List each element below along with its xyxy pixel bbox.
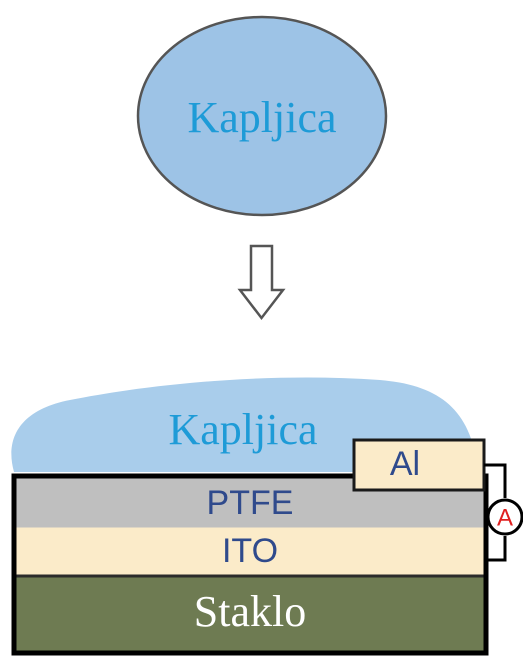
layer-ito [14, 528, 486, 576]
layer-staklo-label: Staklo [194, 587, 306, 636]
top-droplet-label: Kapljica [187, 93, 336, 142]
top-droplet: Kapljica [136, 15, 388, 217]
ammeter-label: A [497, 504, 513, 531]
al-electrode-label: Al [390, 445, 420, 483]
al-electrode-shape [352, 438, 486, 492]
ammeter-circuit: A [484, 463, 523, 562]
layer-ptfe-label: PTFE [207, 484, 294, 522]
layer-ito-label: ITO [222, 532, 278, 570]
ammeter-icon [486, 498, 523, 536]
arrow-shape [237, 244, 286, 321]
layer-stack: PTFE ITO Staklo [11, 473, 489, 656]
layer-staklo [14, 576, 486, 653]
down-arrow-outline-icon [237, 244, 286, 321]
al-electrode: Al [352, 438, 486, 492]
top-droplet-shape [136, 15, 388, 217]
device-droplet-label: Kapljica [168, 405, 317, 454]
stack-outline [11, 473, 489, 656]
circuit-wire [484, 463, 507, 562]
